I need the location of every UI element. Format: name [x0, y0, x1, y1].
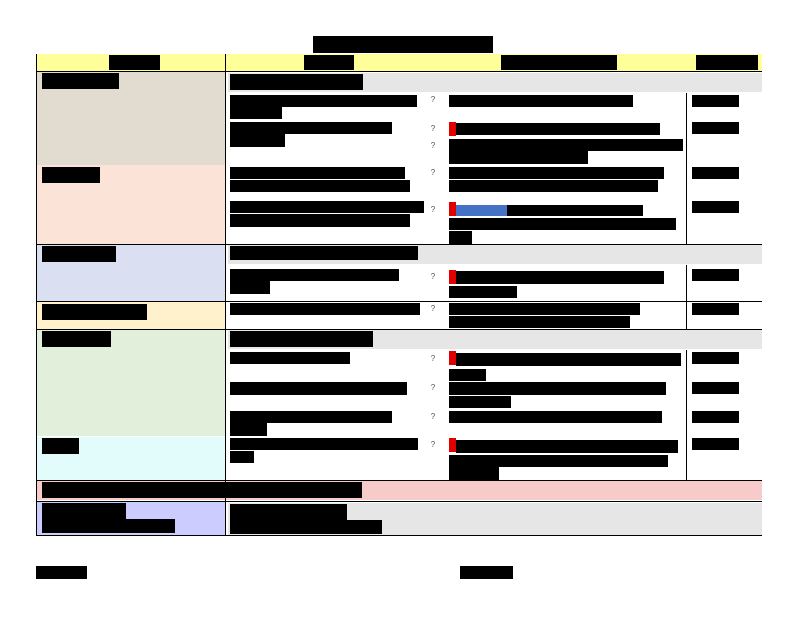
help-icon[interactable]: ?: [430, 95, 436, 104]
item-detail: [507, 205, 643, 216]
group-row-1-label: [230, 74, 363, 90]
item-value: [692, 201, 739, 213]
section-5-bg: [37, 330, 225, 436]
footer-left: [36, 566, 87, 579]
header-cell-1: [109, 55, 160, 70]
item-text: [230, 214, 410, 227]
item-detail: [449, 167, 664, 179]
item-text: [230, 303, 420, 315]
group-row-4-label-1: [230, 504, 347, 520]
item-detail: [456, 440, 678, 453]
item-detail: [449, 95, 633, 107]
section-4-label: [42, 304, 147, 320]
item-text: [230, 423, 267, 436]
item-text: [230, 281, 270, 294]
document-title: [313, 36, 493, 53]
item-value: [692, 167, 739, 179]
item-detail: [449, 467, 499, 480]
item-text: [230, 134, 285, 147]
item-detail: [449, 231, 472, 244]
item-text: [230, 180, 410, 192]
status-flag-icon: [449, 438, 456, 452]
help-icon[interactable]: ?: [430, 304, 436, 313]
header-cell-3: [501, 55, 617, 70]
item-text: [230, 122, 392, 134]
section-7-label-1: [42, 503, 126, 519]
item-text: [230, 451, 254, 463]
section-5-label: [42, 331, 111, 347]
help-icon[interactable]: ?: [430, 141, 436, 150]
help-icon[interactable]: ?: [430, 124, 436, 133]
help-icon[interactable]: ?: [430, 412, 436, 421]
section-3-label: [42, 246, 116, 262]
item-detail: [449, 218, 676, 230]
item-value: [692, 438, 739, 450]
item-detail: [456, 123, 660, 135]
item-detail: [449, 411, 662, 423]
help-icon[interactable]: ?: [430, 168, 436, 177]
section-6-label: [42, 438, 79, 454]
help-icon[interactable]: ?: [430, 272, 436, 281]
section-1-label: [42, 73, 119, 89]
group-row-3-label: [230, 331, 373, 347]
help-icon[interactable]: ?: [430, 440, 436, 449]
header-cell-4: [696, 55, 758, 70]
item-detail: [456, 271, 664, 284]
item-text: [230, 352, 350, 364]
item-value: [692, 303, 739, 315]
status-flag-icon: [449, 122, 456, 136]
item-detail: [449, 303, 640, 315]
help-icon[interactable]: ?: [430, 354, 436, 363]
status-flag-icon: [449, 270, 456, 284]
help-icon[interactable]: ?: [430, 383, 436, 392]
item-detail: [449, 151, 588, 164]
item-text: [230, 438, 418, 450]
item-detail: [449, 180, 658, 192]
group-row-2-label: [230, 246, 418, 260]
progress-fill: [456, 205, 507, 216]
item-detail: [449, 455, 668, 467]
item-text: [230, 95, 417, 107]
group-row-4-label-2: [230, 520, 382, 534]
item-value: [692, 122, 739, 134]
item-value: [692, 382, 739, 394]
item-text: [230, 269, 399, 281]
summary-label: [42, 482, 362, 498]
item-detail: [449, 139, 683, 151]
section-2-label: [42, 167, 100, 183]
item-detail: [449, 382, 666, 395]
item-detail: [449, 369, 486, 381]
item-value: [692, 269, 739, 281]
status-flag-icon: [449, 202, 456, 216]
item-detail: [449, 286, 517, 298]
status-flag-icon: [449, 351, 456, 365]
item-text: [230, 382, 407, 395]
item-value: [692, 95, 739, 107]
help-icon[interactable]: ?: [430, 205, 436, 214]
item-value: [692, 352, 739, 364]
footer-right: [460, 566, 513, 579]
item-text: [230, 107, 282, 119]
item-text: [230, 411, 392, 423]
header-cell-2: [304, 55, 354, 70]
item-detail: [456, 353, 681, 366]
item-detail: [449, 316, 630, 328]
section-7-label-2: [42, 519, 175, 533]
item-text: [230, 167, 405, 179]
item-detail: [449, 396, 511, 408]
item-value: [692, 411, 739, 423]
item-text: [230, 201, 424, 213]
